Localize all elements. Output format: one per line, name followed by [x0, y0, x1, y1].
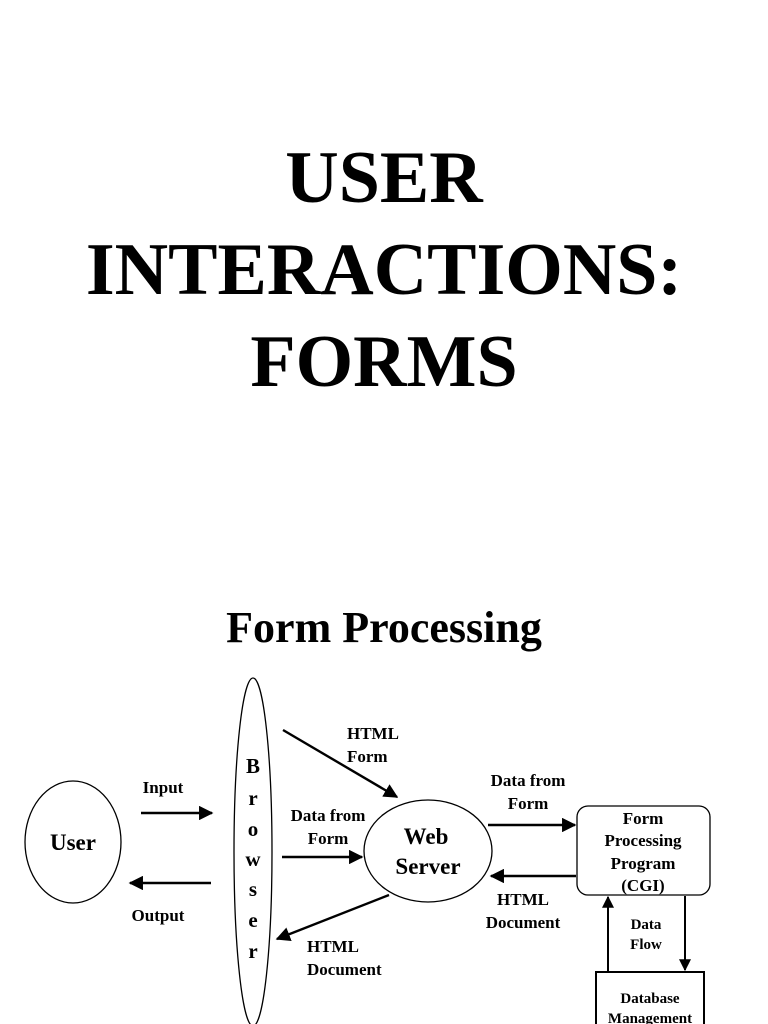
diagram-title: Form Processing [226, 603, 542, 652]
user-label: User [50, 830, 96, 855]
browser-letter: o [248, 817, 259, 841]
cgi-label: Processing [604, 831, 682, 850]
output-label: Output [132, 906, 185, 925]
html-document-label: Document [307, 960, 382, 979]
html-form-arrow [282, 728, 399, 799]
title-line: INTERACTIONS: [85, 229, 683, 311]
cgi-node [576, 805, 711, 896]
html-document-label: HTML [307, 937, 359, 956]
database-label: Management [608, 1011, 692, 1024]
data-from-form-label: Data from [291, 806, 366, 825]
cgi-label: Program [611, 854, 676, 873]
web-server-node [363, 799, 493, 903]
html-document-label: HTML [497, 890, 549, 909]
title-line: FORMS [250, 321, 518, 403]
page-title: USER INTERACTIONS: FORMS [0, 132, 768, 408]
cgi-label: Form [623, 809, 664, 828]
html-document-label: Document [486, 913, 561, 932]
web-server-label: Web [404, 824, 449, 849]
data-from-form-label: Form [308, 829, 349, 848]
data-flow-label: Flow [630, 937, 662, 953]
html-form-label: Form [347, 747, 388, 766]
input-label: Input [143, 778, 184, 797]
browser-letter: s [249, 877, 257, 901]
database-label: Database [620, 991, 680, 1007]
database-node [595, 971, 705, 1024]
user-node [24, 780, 122, 904]
web-server-label: Server [395, 854, 460, 879]
browser-letter: r [248, 939, 257, 963]
cgi-label: (CGI) [621, 876, 664, 895]
browser-label: B r o w s e r [245, 754, 261, 963]
html-document-arrow [275, 893, 390, 941]
browser-node [233, 677, 273, 1024]
browser-letter: r [248, 786, 257, 810]
title-line: USER [285, 137, 483, 219]
browser-letter: e [248, 908, 257, 932]
browser-letter: B [246, 754, 260, 778]
data-from-form-label: Form [508, 794, 549, 813]
html-form-label: HTML [347, 724, 399, 743]
data-flow-label: Data [631, 917, 662, 933]
browser-letter: w [245, 847, 261, 871]
data-from-form-label: Data from [491, 771, 566, 790]
